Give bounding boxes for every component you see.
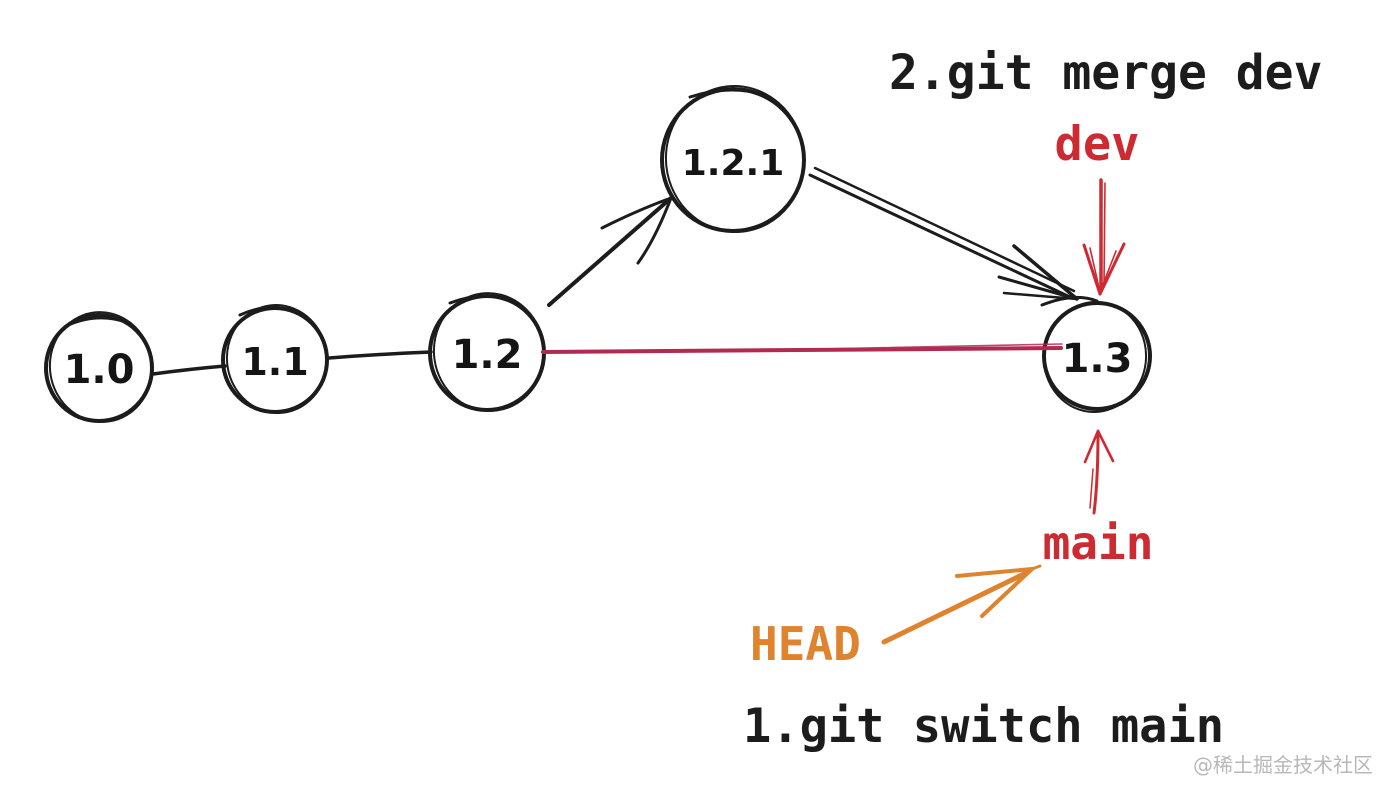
head-pointer-arrow [881,564,1042,645]
commit-label-1-2-1: 1.2.1 [682,143,785,184]
step1-switch-text: 1.git switch main [743,699,1224,754]
commit-node-1-0: 1.0 [44,311,154,423]
main-pointer-arrow [1083,429,1115,515]
edge-arrow-1-2-to-1-2-1 [547,196,673,307]
head-label: HEAD [750,617,861,671]
commit-label-1-1: 1.1 [241,340,308,384]
commit-node-1-2-1: 1.2.1 [660,85,806,233]
step2-merge-text: 2.git merge dev [889,45,1322,101]
edge-1-0-to-1-1 [151,364,227,376]
dev-pointer-arrow [1082,178,1126,296]
commit-node-1-2: 1.2 [428,292,546,412]
commit-label-1-2: 1.2 [452,332,523,378]
edge-crimson-1-2-to-1-3 [541,343,1063,354]
commit-label-1-3: 1.3 [1062,336,1133,382]
watermark: @稀土掘金技术社区 [1193,753,1373,777]
commit-node-1-1: 1.1 [221,304,329,414]
edge-1-1-to-1-2 [327,350,433,360]
commit-label-1-0: 1.0 [64,347,135,393]
dev-branch-label: dev [1055,117,1140,172]
edge-arrow-1-2-1-to-1-3 [808,166,1099,307]
commit-node-1-3: 1.3 [1042,301,1152,413]
main-branch-label: main [1043,516,1154,570]
